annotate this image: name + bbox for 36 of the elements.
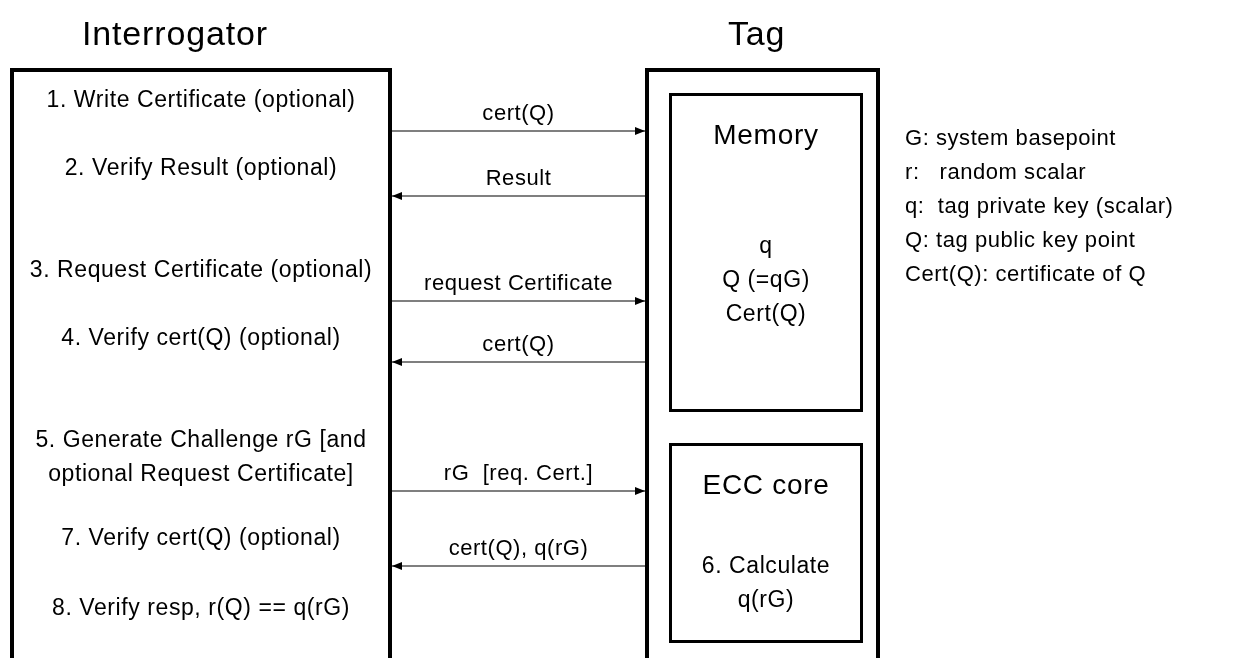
edge-label: cert(Q) [481, 100, 556, 126]
step-text: 3. Request Certificate (optional) [28, 255, 374, 284]
step-text: 1. Write Certificate (optional) [45, 85, 357, 114]
step-text: 2. Verify Result (optional) [63, 153, 339, 182]
arrow [391, 297, 646, 305]
step-text: q [758, 231, 774, 260]
column-heading: Interrogator [82, 13, 268, 54]
arrow [391, 192, 646, 200]
arrow [391, 487, 646, 495]
edge-label: cert(Q), q(rG) [447, 535, 590, 561]
step-text: 6. Calculate q(rG) [700, 551, 832, 614]
component-title: Memory [712, 118, 820, 152]
edge-label: Result [484, 165, 553, 191]
component-title: ECC core [701, 468, 831, 502]
edge-label: request Certificate [423, 270, 614, 296]
participant-box [645, 68, 880, 658]
arrow [391, 127, 646, 135]
component-box [669, 93, 863, 412]
legend-note: Q: tag public key point [905, 227, 1136, 253]
legend-note: r: random scalar [905, 159, 1087, 185]
column-heading: Tag [728, 13, 786, 54]
step-text: Q (=qG) [721, 265, 811, 294]
step-text: 4. Verify cert(Q) (optional) [60, 323, 342, 352]
step-text: 8. Verify resp, r(Q) == q(rG) [51, 593, 351, 622]
step-text: 7. Verify cert(Q) (optional) [60, 523, 342, 552]
legend-note: G: system basepoint [905, 125, 1116, 151]
edge-label: rG [req. Cert.] [442, 460, 595, 486]
participant-box [10, 68, 392, 658]
edge-label: cert(Q) [481, 331, 556, 357]
arrow [391, 358, 646, 366]
step-text: Cert(Q) [724, 299, 808, 328]
component-box [669, 443, 863, 643]
step-text: 5. Generate Challenge rG [and optional Request Certificate] [34, 425, 368, 488]
legend-note: Cert(Q): certificate of Q [905, 261, 1147, 287]
legend-note: q: tag private key (scalar) [905, 193, 1174, 219]
arrow [391, 562, 646, 570]
